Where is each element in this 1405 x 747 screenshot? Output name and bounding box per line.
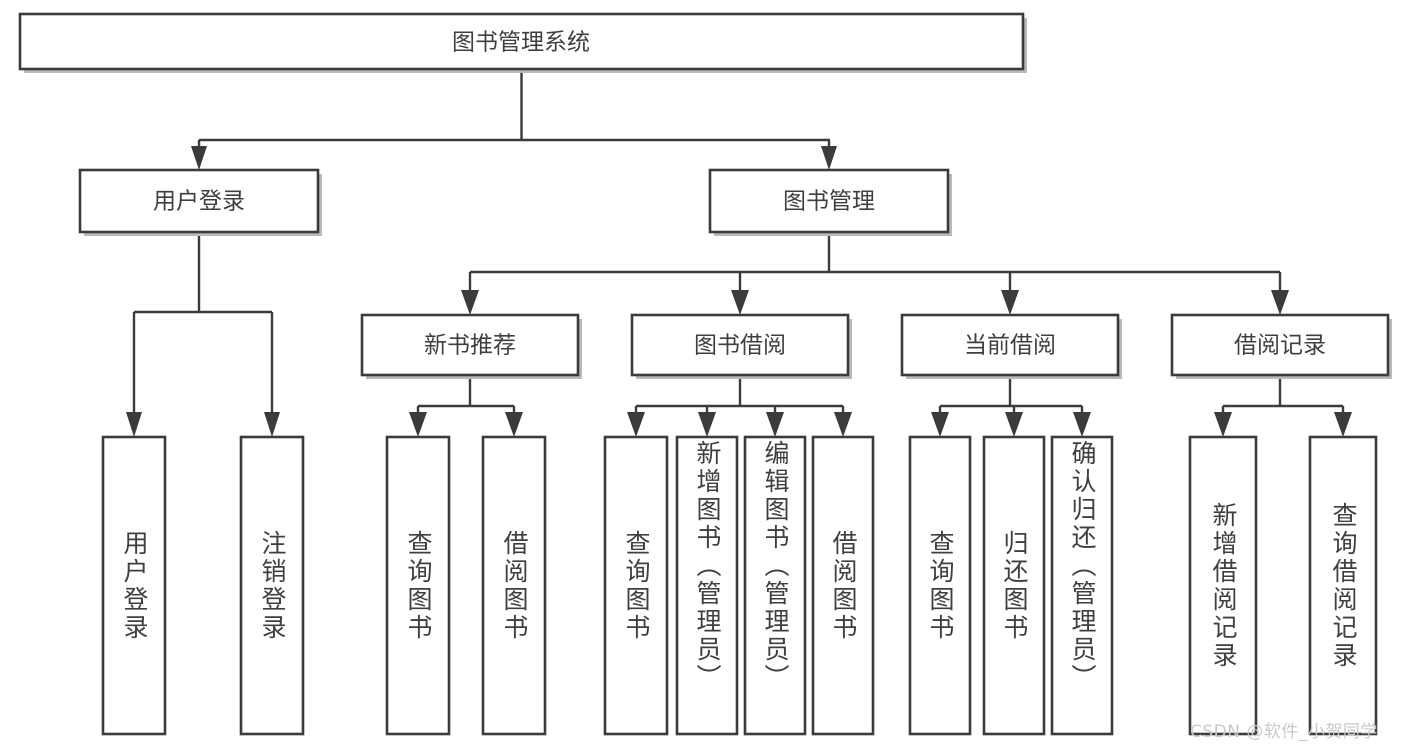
node-leaf-query-book-3-box[interactable] [908,435,972,736]
node-book-borrow-label: 图书借阅 [694,333,786,359]
node-book-borrow-box[interactable] [630,313,850,377]
arrow-head-leaf-user-login [126,412,142,437]
arrow-head-leaf-return-book [1005,412,1023,437]
node-borrow-record-box[interactable] [1170,313,1390,377]
node-current-borrow-box[interactable] [900,313,1120,377]
arrow-head-leaf-add-record [1214,412,1232,437]
node-new-book-rec[interactable]: 新书推荐 [360,313,582,379]
node-book-manage-label: 图书管理 [783,189,875,215]
arrow-head-borrow-record [1271,290,1289,315]
arrow-head-book-borrow [731,290,749,315]
node-leaf-edit-book-box[interactable] [743,435,807,736]
node-current-borrow[interactable]: 当前借阅 [900,313,1122,379]
node-book-borrow[interactable]: 图书借阅 [630,313,852,379]
node-borrow-record[interactable]: 借阅记录 [1170,313,1392,379]
node-root-box[interactable] [18,12,1025,71]
node-leaf-borrow-book-2-box[interactable] [811,435,875,736]
arrow-head-leaf-query-book-2 [627,412,645,437]
node-leaf-confirm-return-box[interactable] [1050,435,1114,736]
arrow-head-leaf-borrow-book-1 [505,412,523,437]
node-leaf-add-book-box[interactable] [675,435,739,736]
arrow-head-book-manage [821,146,837,170]
arrow-head-leaf-user-logout [264,412,280,437]
node-book-manage-box[interactable] [708,168,950,234]
node-leaf-query-record-box[interactable] [1308,435,1378,736]
node-borrow-record-label: 借阅记录 [1234,333,1326,359]
arrow-head-current-borrow [1001,290,1019,315]
node-leaf-add-record-box[interactable] [1188,435,1258,736]
node-new-book-rec-box[interactable] [360,313,580,377]
node-root[interactable]: 图书管理系统 [18,12,1027,73]
arrow-head-leaf-query-book-3 [931,412,949,437]
node-leaf-borrow-book-1-box[interactable] [481,435,547,736]
connector-group [126,69,1352,437]
node-current-borrow-label: 当前借阅 [964,333,1056,359]
leaf-box-group [101,435,1378,736]
node-user-login-label: 用户登录 [153,189,245,215]
node-user-login[interactable]: 用户登录 [78,168,322,236]
arrow-head-leaf-edit-book [766,412,784,437]
arrow-head-user-login [191,146,207,170]
node-leaf-user-login-box[interactable] [101,435,167,736]
arrow-head-leaf-borrow-book-2 [834,412,852,437]
arrow-head-leaf-query-book-1 [409,412,427,437]
node-user-login-box[interactable] [78,168,320,234]
arrow-head-leaf-query-record [1334,412,1352,437]
node-leaf-return-book-box[interactable] [982,435,1046,736]
node-book-manage[interactable]: 图书管理 [708,168,952,236]
node-root-label: 图书管理系统 [452,30,590,56]
arrow-head-leaf-add-book [698,412,716,437]
arrow-head-new-book-rec [461,290,479,315]
node-leaf-query-book-2-box[interactable] [603,435,669,736]
csdn-watermark: CSDN @软件_小贺同学 [1190,722,1378,742]
node-new-book-rec-label: 新书推荐 [424,333,516,359]
node-leaf-user-logout-box[interactable] [239,435,305,736]
arrow-head-leaf-confirm-return [1073,412,1091,437]
node-leaf-query-book-1-box[interactable] [385,435,451,736]
